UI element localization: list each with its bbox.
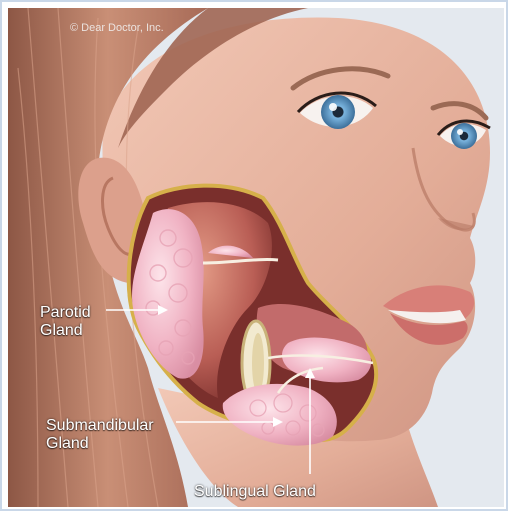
anatomy-illustration: © Dear Doctor, Inc. Parotid Gland Subman… xyxy=(8,8,504,507)
label-parotid-line2: Gland xyxy=(40,322,91,340)
label-parotid-gland: Parotid Gland xyxy=(40,304,91,340)
label-sublingual-gland: Sublingual Gland xyxy=(194,483,316,501)
copyright-watermark: © Dear Doctor, Inc. xyxy=(70,22,164,34)
label-submandibular-line1: Submandibular xyxy=(46,417,154,435)
label-parotid-line1: Parotid xyxy=(40,304,91,322)
label-submandibular-line2: Gland xyxy=(46,435,154,453)
label-submandibular-gland: Submandibular Gland xyxy=(46,417,154,453)
